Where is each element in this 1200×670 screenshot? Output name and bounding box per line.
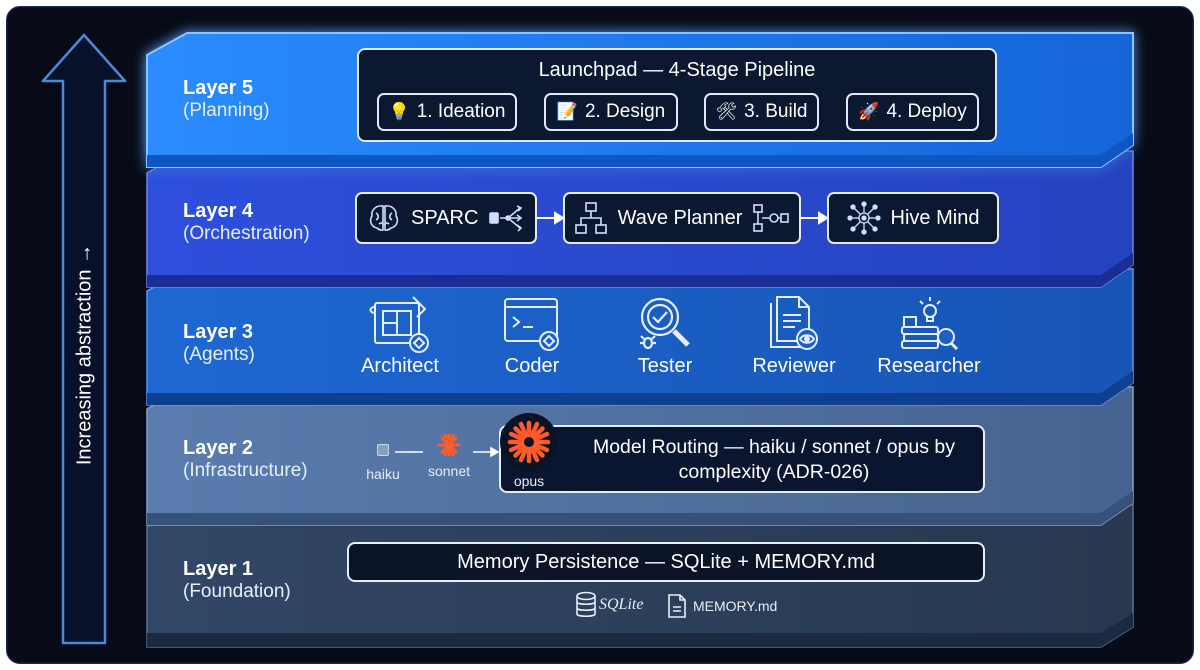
layer-1-title: Layer 1 [183, 558, 254, 580]
network-icon [846, 201, 881, 235]
flowchart-icon [574, 202, 607, 234]
blueprint-icon [369, 296, 429, 353]
agent-tester[interactable]: Tester [605, 293, 725, 378]
layer-4-label: Layer 4 (Orchestration) [183, 200, 310, 245]
haiku-icon [377, 444, 389, 456]
layer-4-title: Layer 4 [183, 200, 254, 222]
memory-file-label: MEMORY.md [693, 598, 778, 614]
layer-2-subtitle: (Infrastructure) [183, 460, 308, 481]
abstraction-arrow [41, 33, 127, 645]
stage-build-label: 3. Build [744, 101, 808, 122]
wave-planner-label: Wave Planner [617, 206, 743, 229]
layer-2-title: Layer 2 [183, 437, 254, 459]
lightbulb-icon: 💡 [388, 102, 410, 121]
layer-5-title: Layer 5 [183, 77, 254, 99]
launchpad-title: Launchpad — 4-Stage Pipeline [538, 59, 816, 81]
agent-researcher[interactable]: Researcher [869, 293, 989, 378]
diagram-frame: Increasing abstraction → Layer 5 (Planni… [6, 6, 1194, 664]
memory-persistence-title: Memory Persistence — SQLite + MEMORY.md [457, 551, 875, 573]
layer-3-title: Layer 3 [183, 321, 254, 343]
sonnet-model[interactable]: sonnet [419, 432, 479, 479]
agent-architect[interactable]: Architect [340, 293, 460, 378]
agent-coder[interactable]: Coder [472, 293, 592, 378]
file-icon [668, 594, 686, 618]
layer-2-label: Layer 2 (Infrastructure) [183, 437, 308, 482]
opus-starburst-icon [507, 420, 551, 464]
agent-architect-label: Architect [361, 355, 439, 377]
terminal-icon [504, 298, 559, 351]
memory-file: MEMORY.md [667, 593, 777, 619]
agent-reviewer[interactable]: Reviewer [734, 293, 854, 378]
abstraction-label: Increasing abstraction → [73, 243, 96, 466]
branch-arrows-icon [489, 205, 523, 232]
model-routing-panel: Model Routing — haiku / sonnet / opus by… [499, 425, 985, 493]
database-icon [576, 591, 596, 618]
stage-design[interactable]: 📝 2. Design [544, 93, 678, 131]
routing-connectors [395, 446, 500, 458]
agent-reviewer-label: Reviewer [752, 355, 836, 377]
wave-planner-box[interactable]: Wave Planner [563, 192, 801, 244]
opus-model[interactable]: opus [499, 413, 559, 489]
agent-tester-label: Tester [637, 355, 693, 377]
layer-3-label: Layer 3 (Agents) [183, 321, 255, 366]
rocket-icon: 🚀 [858, 102, 880, 121]
haiku-model[interactable]: haiku [359, 444, 407, 482]
brain-icon [369, 205, 399, 231]
model-routing-description: Model Routing — haiku / sonnet / opus by… [592, 436, 956, 483]
layer-3-subtitle: (Agents) [183, 344, 255, 365]
layer-5-subtitle: (Planning) [183, 100, 270, 121]
document-eye-icon [770, 296, 818, 350]
memory-persistence-panel: Memory Persistence — SQLite + MEMORY.md [347, 542, 985, 582]
stage-build[interactable]: 🛠 3. Build [704, 93, 819, 131]
hive-mind-box[interactable]: Hive Mind [827, 192, 999, 244]
workflow-icon [753, 204, 790, 232]
tools-icon: 🛠 [715, 102, 738, 121]
books-search-icon [901, 297, 959, 351]
sparc-box[interactable]: SPARC [355, 192, 537, 244]
agent-researcher-label: Researcher [877, 355, 981, 377]
layer-1-label: Layer 1 (Foundation) [183, 558, 291, 603]
layer-4-subtitle: (Orchestration) [183, 223, 310, 244]
hive-mind-label: Hive Mind [890, 206, 980, 229]
layer-5-label: Layer 5 (Planning) [183, 77, 270, 122]
opus-label: opus [513, 473, 545, 489]
layer-1-subtitle: (Foundation) [183, 581, 291, 602]
opus-badge [500, 413, 558, 471]
magnifier-check-icon [640, 297, 690, 350]
sqlite-logo: SQLite [575, 591, 643, 619]
sparc-label: SPARC [411, 206, 479, 229]
memo-icon: 📝 [556, 102, 578, 121]
stage-design-label: 2. Design [584, 101, 666, 122]
haiku-label: haiku [366, 466, 400, 482]
stage-deploy-label: 4. Deploy [886, 101, 967, 122]
stage-ideation-label: 1. Ideation [416, 101, 506, 122]
sonnet-label: sonnet [427, 463, 471, 479]
agent-coder-label: Coder [504, 355, 560, 377]
sqlite-label: SQLite [599, 596, 644, 613]
sonnet-starburst-icon [437, 433, 461, 457]
orchestration-connectors [537, 211, 829, 225]
stage-ideation[interactable]: 💡 1. Ideation [377, 93, 517, 131]
stage-deploy[interactable]: 🚀 4. Deploy [846, 93, 979, 131]
